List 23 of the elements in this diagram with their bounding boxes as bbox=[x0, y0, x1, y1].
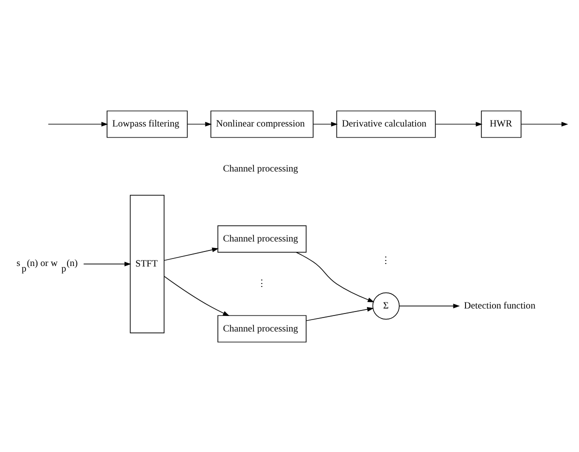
node-box: Derivative calculation bbox=[336, 110, 436, 138]
label: ⋮ bbox=[257, 278, 268, 289]
arrow bbox=[164, 275, 230, 316]
arrow bbox=[312, 121, 338, 126]
node-text: Detection function bbox=[464, 300, 536, 311]
node-box: Lowpass filtering bbox=[106, 110, 188, 138]
node-box: HWR bbox=[480, 110, 522, 138]
arrow bbox=[399, 303, 460, 308]
arrow bbox=[48, 121, 108, 126]
node-box: Channel processing bbox=[217, 314, 307, 342]
arrow bbox=[306, 306, 374, 321]
arrow bbox=[296, 252, 374, 302]
node-box: Channel processing bbox=[217, 224, 307, 252]
label: Channel processing bbox=[222, 163, 298, 174]
node-box: Nonlinear compression bbox=[210, 110, 314, 138]
node-box: STFT bbox=[130, 194, 164, 333]
node-circle: Σ bbox=[372, 292, 400, 320]
arrow bbox=[187, 121, 212, 126]
arrow bbox=[435, 121, 482, 126]
arrow bbox=[164, 247, 219, 260]
label: ⋮ bbox=[381, 255, 392, 266]
arrow bbox=[520, 121, 568, 126]
arrow bbox=[83, 261, 132, 266]
